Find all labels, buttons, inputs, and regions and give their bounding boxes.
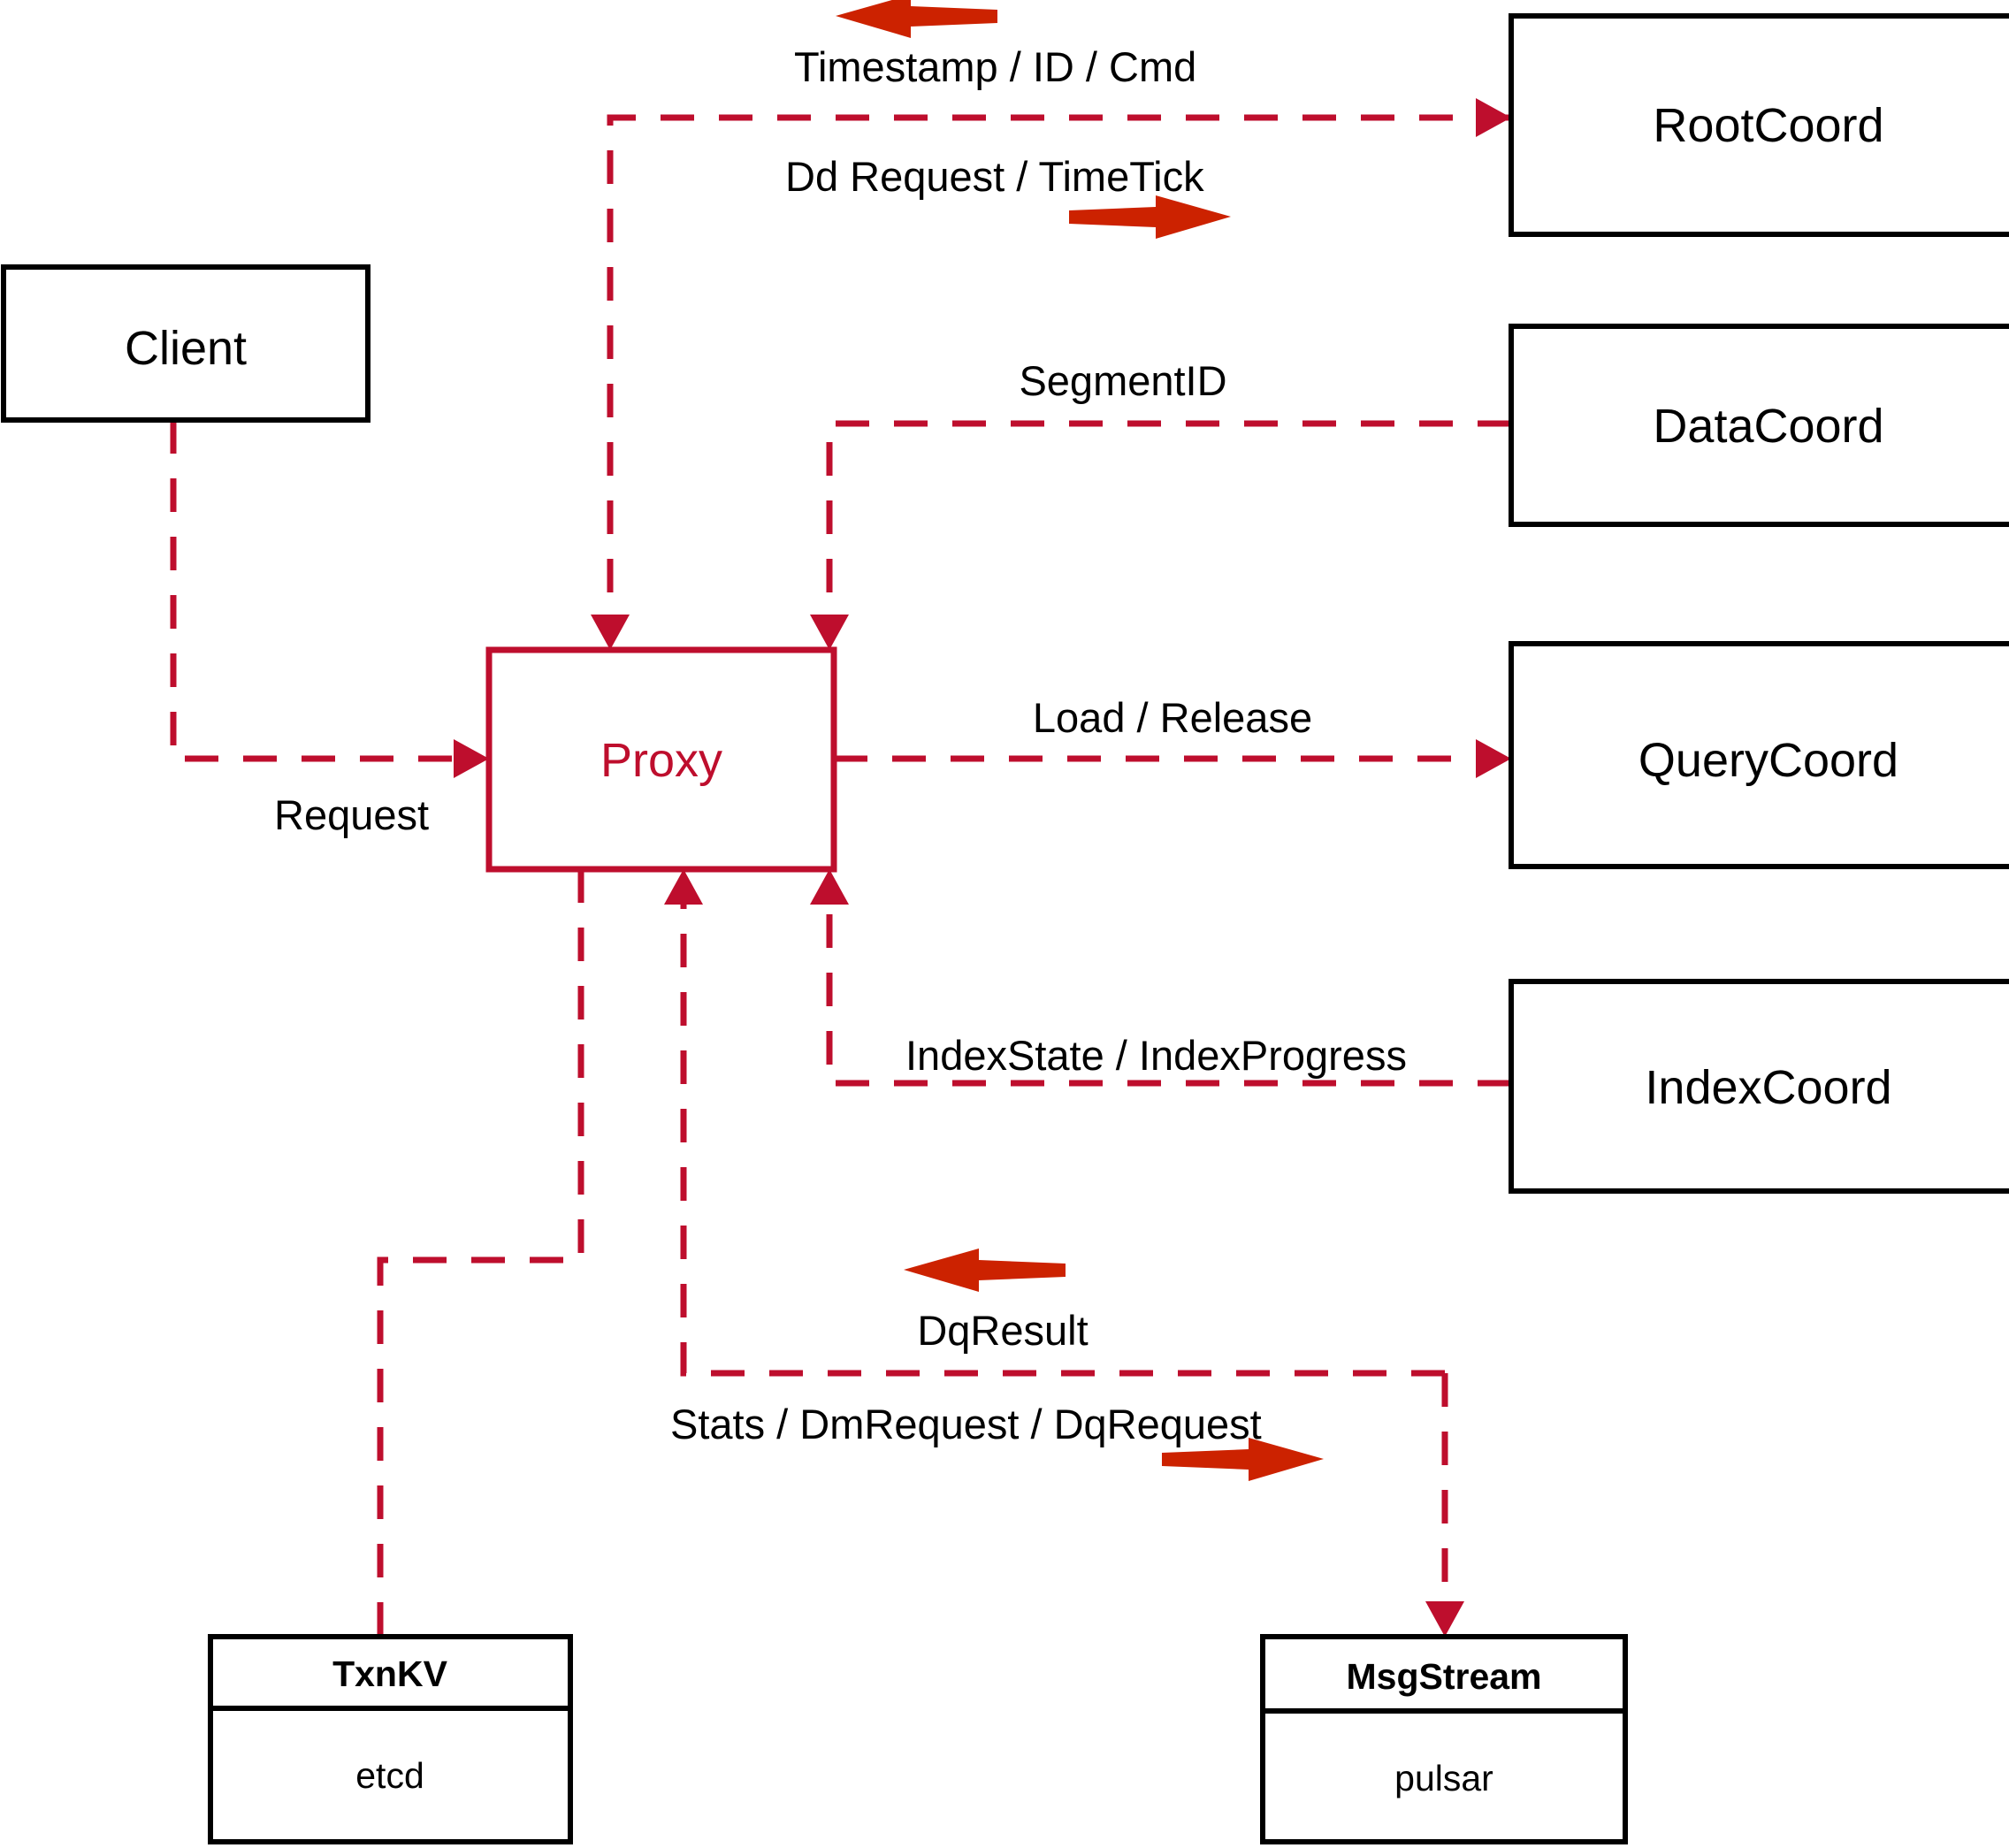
store-txnkv-title: TxnKV — [332, 1653, 448, 1694]
store-msgstream-title: MsgStream — [1346, 1656, 1541, 1697]
node-rootcoord[interactable] — [1509, 13, 2009, 237]
node-indexcoord[interactable] — [1509, 979, 2009, 1194]
node-rootcoord-label: RootCoord — [1653, 99, 1883, 152]
node-proxy[interactable] — [485, 646, 837, 873]
edge-msgstream-to-proxy — [680, 884, 1445, 1377]
direction-arrow-timestamp-left-icon — [836, 0, 997, 38]
edge-rootcoord-to-proxy — [607, 114, 1511, 635]
arrowhead-index-state — [810, 869, 849, 905]
edge-label-request: Request — [274, 791, 429, 838]
arrowhead-stats-dm-dq — [1425, 1601, 1464, 1637]
node-datacoord-label: DataCoord — [1653, 400, 1883, 453]
node-client[interactable] — [1, 264, 370, 423]
node-client-label: Client — [125, 322, 247, 375]
store-msgstream[interactable] — [1260, 1634, 1628, 1844]
arrowhead-dd-request — [1476, 98, 1511, 137]
direction-arrow-dqresult-left-icon — [904, 1249, 1066, 1292]
node-querycoord-label: QueryCoord — [1639, 734, 1898, 787]
store-msgstream-implementation: pulsar — [1394, 1758, 1493, 1798]
direction-arrow-ddrequest-right-icon — [1069, 195, 1231, 239]
arrowhead-load-release — [1476, 739, 1511, 778]
store-txnkv-implementation: etcd — [355, 1755, 424, 1796]
node-proxy-label: Proxy — [600, 734, 722, 787]
edge-label-timestamp-id-cmd: Timestamp / ID / Cmd — [794, 43, 1196, 90]
edge-label-stats-dm-dq-request: Stats / DmRequest / DqRequest — [670, 1401, 1262, 1447]
edge-client-to-proxy — [170, 420, 474, 762]
edge-label-dd-request-timetick: Dd Request / TimeTick — [785, 153, 1204, 200]
direction-arrow-dmrequest-right-icon — [1162, 1438, 1324, 1481]
arrowhead-dq-result — [664, 869, 703, 905]
edge-label-dq-result: DqResult — [917, 1307, 1088, 1354]
node-indexcoord-label: IndexCoord — [1645, 1061, 1891, 1114]
edge-datacoord-to-proxy — [826, 420, 1511, 635]
edge-label-index-state-progress: IndexState / IndexProgress — [905, 1032, 1407, 1079]
store-txnkv[interactable] — [208, 1634, 573, 1844]
edge-label-load-release: Load / Release — [1033, 694, 1312, 741]
arrowhead-segment-id — [810, 615, 849, 650]
arrowhead-request — [454, 739, 489, 778]
node-datacoord[interactable] — [1509, 324, 2009, 527]
edge-proxy-to-txnkv — [377, 869, 584, 1637]
node-querycoord[interactable] — [1509, 641, 2009, 869]
edge-label-segment-id: SegmentID — [1019, 357, 1226, 404]
arrowhead-timestamp-id-cmd — [591, 615, 630, 650]
